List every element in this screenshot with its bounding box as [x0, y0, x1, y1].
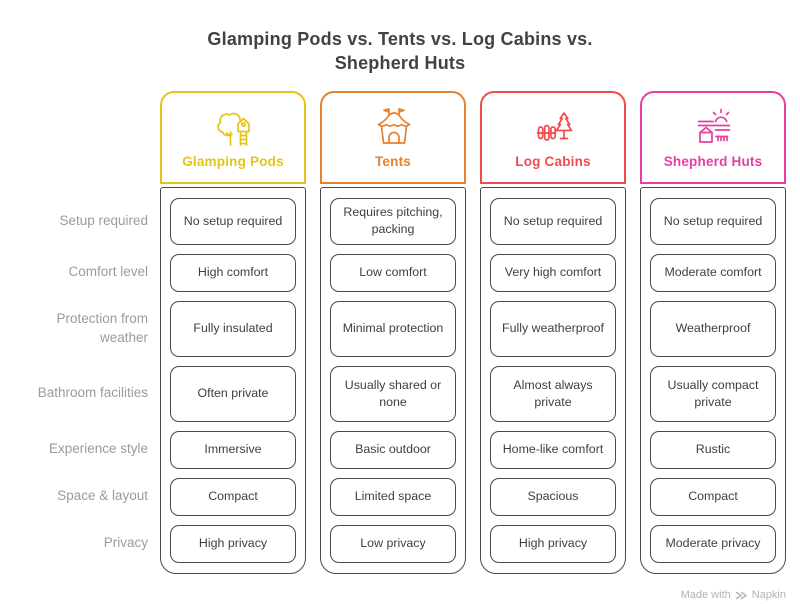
column-log-cabins: Log Cabins No setup required Very high c…: [480, 90, 626, 574]
cell-tents-comfort: Low comfort: [330, 253, 456, 292]
row-label-comfort-level: Comfort level: [68, 264, 148, 280]
column-body-tents: Requires pitching, packing Low comfort M…: [320, 186, 466, 574]
watermark-brand: Napkin: [751, 589, 786, 601]
shepherd-hut-icon: [691, 105, 735, 149]
column-title: Log Cabins: [515, 154, 591, 170]
cell-shepherd-huts-experience: Rustic: [650, 430, 776, 469]
column-body-glamping-pods: No setup required High comfort Fully ins…: [160, 186, 306, 574]
column-header-shepherd-huts: Shepherd Huts: [640, 90, 786, 184]
treehouse-icon: [211, 105, 255, 149]
column-tents: Tents Requires pitching, packing Low com…: [320, 90, 466, 574]
comparison-grid: Setup required Comfort level Protection …: [0, 90, 800, 574]
cell-shepherd-huts-setup: No setup required: [650, 197, 776, 245]
napkin-logo-icon: [735, 590, 748, 601]
cell-glamping-pods-space: Compact: [170, 477, 296, 516]
row-label-bathroom-facilities: Bathroom facilities: [37, 385, 148, 401]
column-title: Shepherd Huts: [663, 154, 763, 170]
cell-log-cabins-experience: Home-like comfort: [490, 430, 616, 469]
column-header-glamping-pods: Glamping Pods: [160, 90, 306, 184]
tent-icon: [371, 105, 415, 149]
watermark-prefix: Made with: [680, 589, 731, 601]
row-label-privacy: Privacy: [103, 535, 148, 551]
cell-log-cabins-privacy: High privacy: [490, 524, 616, 563]
cell-shepherd-huts-space: Compact: [650, 477, 776, 516]
cell-glamping-pods-setup: No setup required: [170, 197, 296, 245]
row-label-protection-from-weather: Protection from weather: [56, 310, 148, 345]
cell-log-cabins-bathroom: Almost always private: [490, 365, 616, 422]
row-label-experience-style: Experience style: [48, 441, 148, 457]
column-glamping-pods: Glamping Pods No setup required High com…: [160, 90, 306, 574]
column-header-tents: Tents: [320, 90, 466, 184]
page-title: Glamping Pods vs. Tents vs. Log Cabins v…: [207, 29, 593, 74]
cell-log-cabins-space: Spacious: [490, 477, 616, 516]
column-body-log-cabins: No setup required Very high comfort Full…: [480, 186, 626, 574]
cell-log-cabins-setup: No setup required: [490, 197, 616, 245]
cell-tents-space: Limited space: [330, 477, 456, 516]
columns-wrap: Glamping Pods No setup required High com…: [160, 90, 786, 574]
napkin-watermark-link[interactable]: Made with Napkin: [681, 589, 786, 601]
cell-log-cabins-weather: Fully weatherproof: [490, 300, 616, 357]
cell-glamping-pods-bathroom: Often private: [170, 365, 296, 422]
cell-tents-privacy: Low privacy: [330, 524, 456, 563]
cell-shepherd-huts-bathroom: Usually compact private: [650, 365, 776, 422]
cell-glamping-pods-experience: Immersive: [170, 430, 296, 469]
cell-tents-bathroom: Usually shared or none: [330, 365, 456, 422]
cell-glamping-pods-weather: Fully insulated: [170, 300, 296, 357]
cell-glamping-pods-comfort: High comfort: [170, 253, 296, 292]
cell-glamping-pods-privacy: High privacy: [170, 524, 296, 563]
row-label-space-and-layout: Space & layout: [57, 488, 148, 504]
cell-shepherd-huts-comfort: Moderate comfort: [650, 253, 776, 292]
cell-tents-setup: Requires pitching, packing: [330, 197, 456, 245]
column-shepherd-huts: Shepherd Huts No setup required Moderate…: [640, 90, 786, 574]
log-cabin-icon: [531, 105, 575, 149]
column-title: Tents: [374, 154, 411, 170]
row-label-setup-required: Setup required: [59, 212, 148, 228]
column-header-log-cabins: Log Cabins: [480, 90, 626, 184]
cell-tents-experience: Basic outdoor: [330, 430, 456, 469]
cell-shepherd-huts-weather: Weatherproof: [650, 300, 776, 357]
cell-shepherd-huts-privacy: Moderate privacy: [650, 524, 776, 563]
cell-tents-weather: Minimal protection: [330, 300, 456, 357]
row-labels-column: Setup required Comfort level Protection …: [0, 198, 148, 563]
column-body-shepherd-huts: No setup required Moderate comfort Weath…: [640, 186, 786, 574]
column-title: Glamping Pods: [182, 154, 284, 170]
cell-log-cabins-comfort: Very high comfort: [490, 253, 616, 292]
